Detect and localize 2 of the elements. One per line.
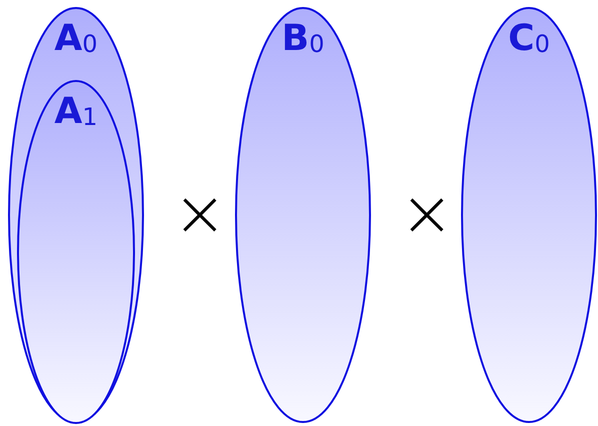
- multiplication-sign: ×: [400, 182, 454, 246]
- multiplication-sign: ×: [173, 182, 227, 246]
